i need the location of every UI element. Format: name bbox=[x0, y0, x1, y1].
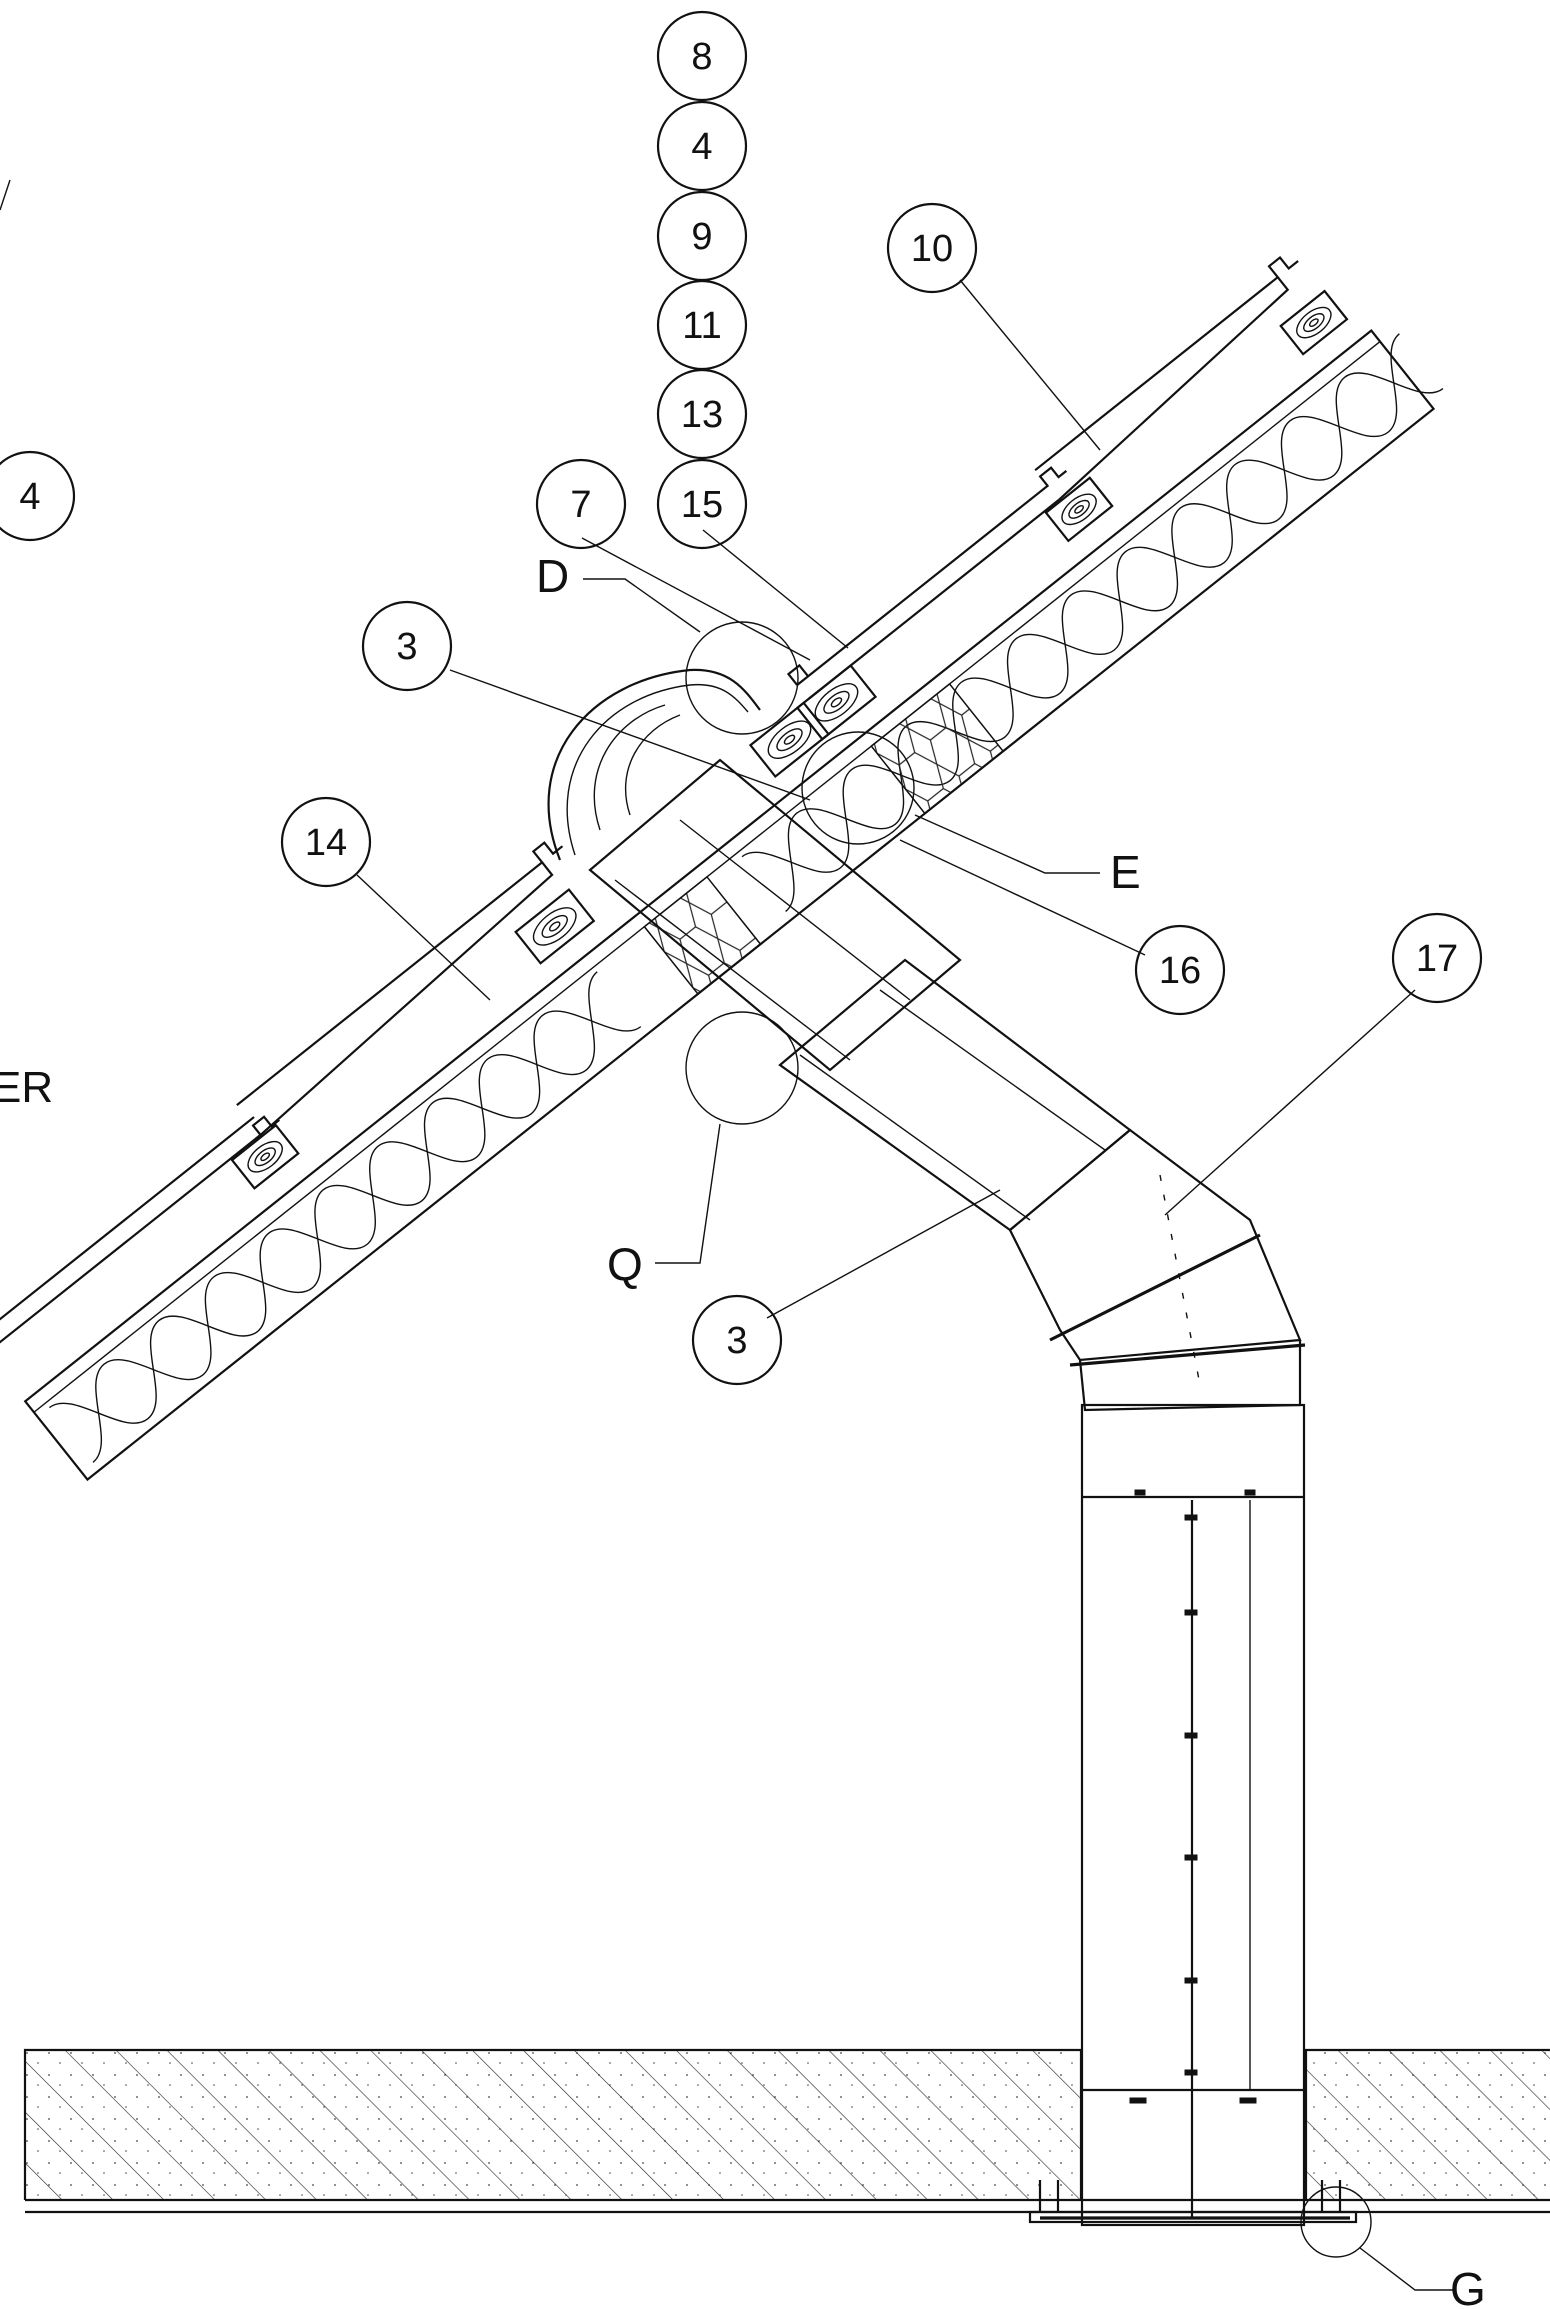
svg-text:9: 9 bbox=[691, 216, 712, 258]
foam-block-lower bbox=[643, 875, 762, 996]
callout-14: 14 bbox=[280, 796, 372, 888]
cropped-edge-text: ER bbox=[0, 1063, 53, 1112]
vent-tube-upper bbox=[778, 958, 1132, 1232]
svg-text:15: 15 bbox=[681, 484, 723, 526]
svg-text:4: 4 bbox=[19, 476, 40, 518]
ceiling-slab bbox=[23, 2048, 1550, 2224]
detail-marker-g: G bbox=[1450, 2263, 1486, 2309]
battens bbox=[230, 289, 1349, 1190]
svg-text:17: 17 bbox=[1416, 938, 1458, 980]
detail-marker-q: Q bbox=[607, 1238, 643, 1290]
callout-4-left: 4 bbox=[0, 450, 76, 542]
callout-10: 10 bbox=[886, 202, 978, 294]
callout-3-lower: 3 bbox=[691, 1294, 783, 1386]
svg-text:3: 3 bbox=[396, 626, 417, 668]
callout-7: 7 bbox=[535, 458, 627, 550]
ceiling-grille bbox=[1028, 2210, 1358, 2224]
svg-text:14: 14 bbox=[305, 822, 347, 864]
svg-text:11: 11 bbox=[682, 305, 721, 347]
roof-sleeve bbox=[588, 758, 962, 1072]
roof-assembly bbox=[0, 255, 1444, 1482]
svg-text:8: 8 bbox=[691, 36, 712, 78]
callout-11: 11 bbox=[656, 279, 748, 371]
callout-3-upper: 3 bbox=[361, 600, 453, 692]
vent-pipe-assembly bbox=[547, 668, 1306, 2227]
svg-text:10: 10 bbox=[911, 228, 953, 270]
callout-15: 15 bbox=[656, 458, 748, 550]
vent-elbow bbox=[1008, 1128, 1302, 1362]
callout-8: 8 bbox=[656, 10, 748, 102]
insulation-batts bbox=[48, 333, 1444, 1463]
svg-text:4: 4 bbox=[691, 126, 712, 168]
svg-text:16: 16 bbox=[1159, 950, 1201, 992]
svg-text:13: 13 bbox=[681, 394, 723, 436]
svg-text:7: 7 bbox=[570, 484, 591, 526]
detail-marker-d: D bbox=[536, 550, 569, 602]
duct-fixings bbox=[1129, 1489, 1257, 2104]
callout-17: 17 bbox=[1391, 912, 1483, 1004]
leader-lines bbox=[0, 179, 1456, 2291]
insulation-layer bbox=[23, 329, 1444, 1482]
detail-circles bbox=[685, 621, 1372, 2258]
callout-13: 13 bbox=[656, 368, 748, 460]
detail-marker-e: E bbox=[1110, 846, 1141, 898]
vent-dome-cap bbox=[547, 668, 761, 861]
callout-16: 16 bbox=[1134, 924, 1226, 1016]
callout-4-stack: 4 bbox=[656, 100, 748, 192]
svg-text:3: 3 bbox=[726, 1320, 747, 1362]
roof-tiles bbox=[0, 255, 1299, 1360]
vertical-duct bbox=[1080, 1403, 1306, 2227]
foam-block-upper bbox=[870, 682, 1005, 815]
callout-9: 9 bbox=[656, 190, 748, 282]
